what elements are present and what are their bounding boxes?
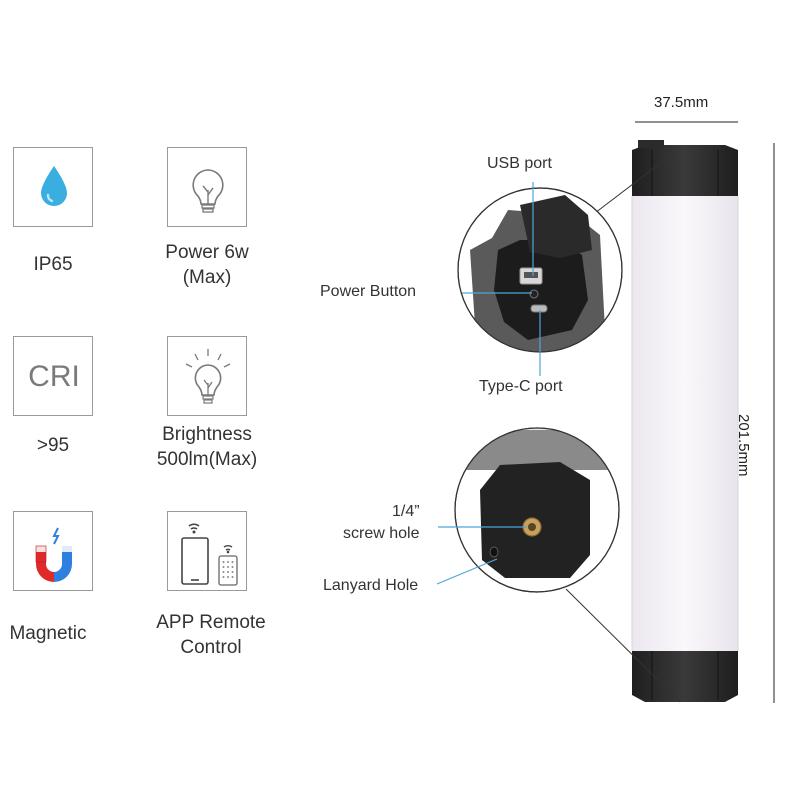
type-c-port-label: Type-C port: [479, 378, 563, 395]
power-label: Power 6w (Max): [165, 242, 249, 288]
cri-feature-box: CRI: [13, 336, 93, 416]
width-dimension-label: 37.5mm: [654, 94, 709, 111]
magnetic-label: Magnetic: [9, 623, 87, 644]
screw-hole-label-line1: 1/4”: [392, 503, 420, 520]
usb-port-label: USB port: [487, 155, 552, 172]
ip65-feature-box: [13, 147, 93, 227]
cri-label: >95: [36, 435, 70, 456]
lanyard-hole-label: Lanyard Hole: [323, 577, 419, 594]
height-dimension-label: 201.5mm: [735, 414, 752, 477]
app-feature-box: [167, 511, 247, 591]
bottom-base-magnifier: [436, 427, 620, 593]
bright-bulb-icon: [185, 349, 231, 404]
power-button-label: Power Button: [320, 283, 417, 300]
app-label: APP Remote Control: [156, 612, 266, 658]
brightness-label: Brightness 500lm(Max): [156, 424, 258, 470]
magnetic-feature-box: [13, 511, 93, 591]
light-tube: [631, 140, 739, 702]
light-bulb-icon: [192, 169, 224, 213]
ip65-label: IP65: [33, 254, 73, 275]
brightness-feature-box: [167, 336, 247, 416]
magnet-icon: [35, 527, 72, 582]
top-port-magnifier: [457, 182, 623, 376]
cri-icon: CRI: [28, 360, 80, 393]
screw-hole-label-line2: screw hole: [343, 525, 420, 542]
power-feature-box: [167, 147, 247, 227]
water-drop-icon: [41, 166, 67, 206]
phone-remote-icon: [181, 523, 238, 586]
